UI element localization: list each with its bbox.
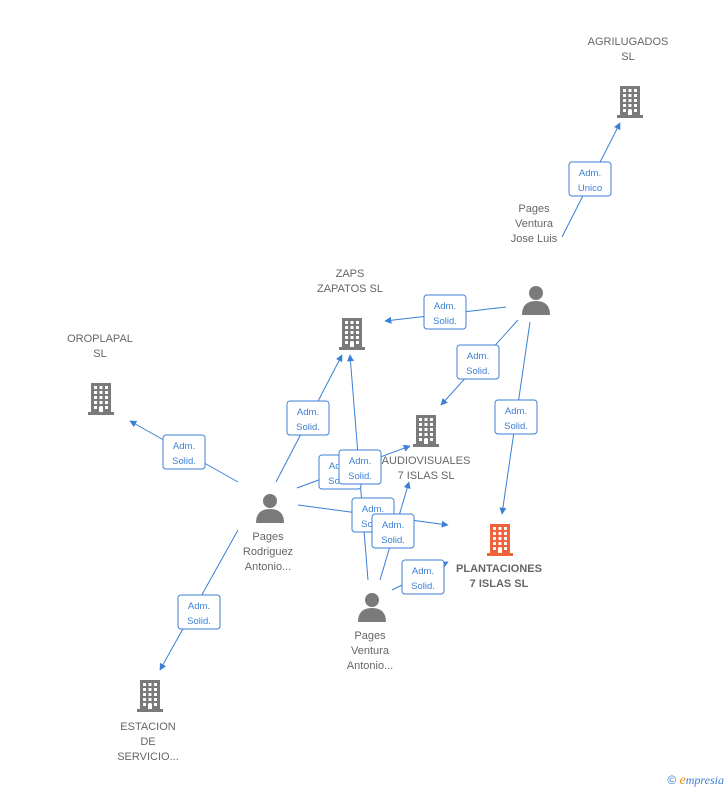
edge-badges-layer: Adm.UnicoAdm.Solid.Adm.Solid.Adm.Solid.A… — [162, 161, 612, 630]
node-label: Rodriguez — [243, 546, 293, 558]
node-label: SL — [93, 348, 106, 360]
node-label: ZAPS — [336, 268, 365, 280]
edge-badge-text: Adm. — [505, 406, 527, 417]
node-label: SERVICIO... — [117, 751, 179, 763]
edge-badge[interactable]: Adm. Unico — [568, 161, 612, 197]
edge-badge-text: Adm. — [382, 520, 404, 531]
edge-badge-box — [494, 399, 538, 435]
edge-badge[interactable]: Adm. Solid. — [177, 594, 221, 630]
node-label: 7 ISLAS SL — [398, 470, 455, 482]
edge-badge[interactable]: Adm. Solid. — [456, 344, 500, 380]
edge-badge-text: Solid. — [504, 421, 528, 432]
node-label: Antonio... — [347, 660, 393, 672]
edge-badge-text: Solid. — [466, 366, 490, 377]
edge-badge-text: Adm. — [434, 301, 456, 312]
person-node-pages_ventura_antonio[interactable]: PagesVenturaAntonio... — [347, 593, 393, 672]
company-node-estacion[interactable]: ESTACION DE SERVICIO... — [117, 680, 179, 763]
edge-badge-text: Adm. — [173, 441, 195, 452]
node-label: SL — [621, 51, 634, 63]
person-icon — [522, 286, 550, 315]
building-icon — [617, 86, 643, 118]
edge-badge-text: Solid. — [433, 316, 457, 327]
building-icon — [413, 415, 439, 447]
edge-badge-text: Solid. — [187, 616, 211, 627]
edge-badge-text: Adm. — [188, 601, 210, 612]
node-label: Pages — [518, 203, 550, 215]
edge-badge-box — [162, 434, 206, 470]
edge-badge-box — [338, 449, 382, 485]
building-icon — [137, 680, 163, 712]
edge-badge-box — [177, 594, 221, 630]
copyright-icon: © — [667, 773, 677, 787]
edge-badge-text: Adm. — [349, 456, 371, 467]
company-node-zaps_zapatos[interactable]: ZAPS ZAPATOS SL — [317, 268, 383, 350]
node-label: PLANTACIONES — [456, 563, 542, 575]
node-label: Ventura — [515, 218, 554, 230]
brand-logo-text: mpresia — [685, 773, 724, 787]
copyright-footer: © empresia — [667, 773, 724, 789]
edge-badge-text: Solid. — [172, 456, 196, 467]
edge-badge-box — [286, 400, 330, 436]
company-node-audiovisuales[interactable]: AUDIOVISUALES 7 ISLAS SL — [382, 415, 471, 482]
company-node-agrilugados[interactable]: AGRILUGADOS SL — [588, 36, 669, 118]
edge-badge[interactable]: Adm. Solid. — [401, 559, 445, 595]
edge-badge-box — [401, 559, 445, 595]
edge-badge-text: Solid. — [381, 535, 405, 546]
edge-badge-box — [423, 294, 467, 330]
building-icon — [88, 383, 114, 415]
edge-badge[interactable]: Adm. Solid. — [494, 399, 538, 435]
edge-badge-text: Solid. — [411, 581, 435, 592]
edge-badge-text: Adm. — [297, 407, 319, 418]
person-icon — [358, 593, 386, 622]
node-label: ZAPATOS SL — [317, 283, 383, 295]
node-label: Pages — [354, 630, 386, 642]
edge-badge[interactable]: Adm. Solid. — [423, 294, 467, 330]
node-label: AUDIOVISUALES — [382, 455, 471, 467]
node-label: ESTACION — [120, 721, 175, 733]
node-label: DE — [140, 736, 155, 748]
edge-badge[interactable]: Adm. Solid. — [338, 449, 382, 485]
node-label: Ventura — [351, 645, 390, 657]
node-label: Antonio... — [245, 561, 291, 573]
edge-badge-box — [456, 344, 500, 380]
edge-badge[interactable]: Adm. Solid. — [162, 434, 206, 470]
node-label: Jose Luis — [511, 233, 558, 245]
company-node-oroplapal[interactable]: OROPLAPAL SL — [67, 333, 133, 415]
edge-badge-text: Adm. — [362, 504, 384, 515]
edge-badge-box — [568, 161, 612, 197]
edge-badge-text: Adm. — [412, 566, 434, 577]
node-label: OROPLAPAL — [67, 333, 133, 345]
edge-badge[interactable]: Adm. Solid. — [371, 513, 415, 549]
edge-badge-text: Adm. — [579, 168, 601, 179]
edge-badge-text: Solid. — [348, 471, 372, 482]
building-icon — [487, 524, 513, 556]
person-node-pages_rodriguez_antonio[interactable]: PagesRodriguezAntonio... — [243, 494, 293, 573]
node-label: 7 ISLAS SL — [470, 578, 529, 590]
edge-badge[interactable]: Adm. Solid. — [286, 400, 330, 436]
company-node-plantaciones[interactable]: PLANTACIONES 7 ISLAS SL — [456, 524, 542, 590]
node-label: AGRILUGADOS — [588, 36, 669, 48]
brand-logo-initial: e — [679, 773, 686, 788]
edge-badge-text: Solid. — [296, 422, 320, 433]
person-icon — [256, 494, 284, 523]
node-label: Pages — [252, 531, 284, 543]
edge-badge-text: Adm. — [467, 351, 489, 362]
edge-badge-box — [371, 513, 415, 549]
edge-badge-text: Unico — [578, 183, 602, 194]
building-icon — [339, 318, 365, 350]
